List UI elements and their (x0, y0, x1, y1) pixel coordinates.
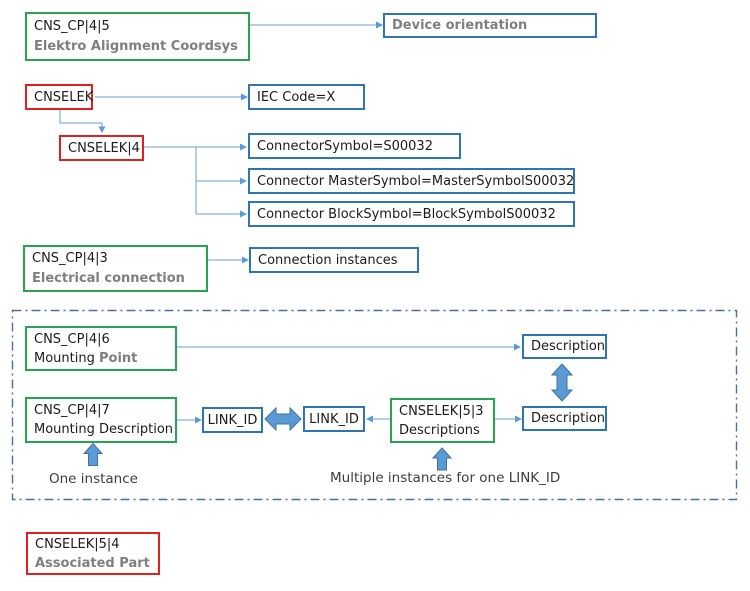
double-arrow-descriptions-icon (550, 363, 574, 402)
node-connector-symbol: ConnectorSymbol=S00032 (248, 133, 461, 159)
node-label: Mounting Description (34, 422, 174, 437)
arrowhead-linkid-left (195, 416, 202, 424)
node-description-top: Description (522, 334, 607, 359)
node-label: Descriptions (399, 422, 480, 438)
node-label: Mounting Point (34, 349, 170, 368)
node-cnselek-4: CNSELEK|4 (59, 135, 144, 161)
arrowhead-description-top (514, 343, 521, 351)
node-cnselek: CNSELEK (25, 84, 93, 110)
node-iec-code: IEC Code=X (248, 84, 365, 110)
node-id: CNS_CP|4|7 (34, 403, 110, 418)
connector-arrowheads (98, 21, 522, 424)
node-link-id-left: LINK_ID (202, 407, 263, 433)
node-id: CNSELEK|5|3 (399, 403, 484, 419)
dashed-group-frame (11, 309, 738, 501)
node-connector-master-symbol: Connector MasterSymbol=MasterSymbolS0003… (248, 168, 575, 194)
line-cnselek-to-cnselek4-elbow (59, 110, 103, 127)
node-device-orientation: Device orientation (383, 13, 597, 38)
node-label: Electrical connection (32, 270, 185, 286)
arrowhead-iec (241, 93, 248, 101)
arrowhead-blocksymbol (240, 210, 247, 218)
arrowhead-cnselek4 (98, 126, 106, 133)
node-connection-instances: Connection instances (249, 247, 419, 273)
node-id: CNS_CP|4|5 (34, 18, 110, 34)
node-link-id-right: LINK_ID (303, 406, 365, 432)
up-arrow-one-instance-icon (82, 442, 104, 466)
arrowhead-connectorsymbol (240, 143, 247, 151)
arrowhead-description-bottom (515, 415, 522, 423)
caption-one-instance: One instance (49, 471, 138, 487)
block-arrows (82, 363, 574, 471)
connector-lines (59, 24, 515, 421)
node-label: Associated Part (35, 555, 150, 571)
caption-multiple-instances: Multiple instances for one LINK_ID (330, 470, 561, 486)
up-arrow-multiple-instances-icon (431, 447, 453, 471)
arrowhead-instances (242, 256, 249, 264)
arrowhead-mastersymbol (240, 177, 247, 185)
node-id: CNS_CP|4|3 (32, 250, 108, 266)
node-cnselek-5-4: CNSELEK|5|4 Associated Part (26, 532, 160, 575)
node-label-word2: Point (98, 350, 138, 366)
double-arrow-linkid-icon (264, 406, 302, 432)
arrowhead-linkid-right (366, 415, 373, 423)
arrowhead-device (376, 21, 383, 29)
node-cns-cp-4-6: CNS_CP|4|6 Mounting Point (25, 326, 177, 371)
node-label-word1: Mounting (34, 350, 99, 366)
node-description-bottom: Description (522, 406, 607, 431)
node-label: Elektro Alignment Coordsys (34, 38, 238, 54)
node-cnselek-5-3: CNSELEK|5|3 Descriptions (390, 398, 495, 443)
node-cns-cp-4-5: CNS_CP|4|5 Elektro Alignment Coordsys (25, 12, 250, 61)
node-cns-cp-4-7: CNS_CP|4|7 Mounting Description (25, 397, 177, 443)
node-cns-cp-4-3: CNS_CP|4|3 Electrical connection (23, 245, 208, 292)
node-id: CNS_CP|4|6 (34, 331, 110, 347)
node-connector-block-symbol: Connector BlockSymbol=BlockSymbolS00032 (248, 201, 575, 227)
node-id: CNSELEK|5|4 (35, 536, 120, 552)
